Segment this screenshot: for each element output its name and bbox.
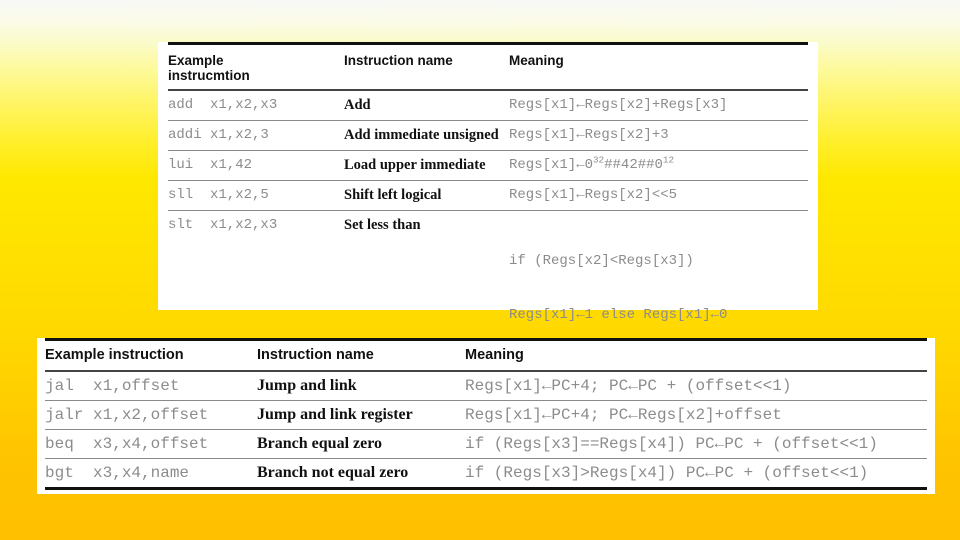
table-1-col1-header-line2: instrucmtion: [168, 68, 250, 83]
table-1-r4-instruction: slt x1,x2,x3: [168, 217, 278, 233]
table-row: bgt x3,x4,name Branch not equal zero if …: [45, 459, 927, 489]
table-1-r0-name: Add: [344, 97, 371, 113]
table-2-r0-meaning: Regs[x1]←PC+4; PC←PC + (offset<<1): [465, 377, 792, 395]
table-2-r1-instruction: jalr x1,x2,offset: [45, 406, 209, 424]
table-1-body: add x1,x2,x3 Add Regs[x1]←Regs[x2]+Regs[…: [168, 90, 808, 368]
table-1-r1-meaning: Regs[x1]←Regs[x2]+3: [509, 127, 669, 143]
table-2-r3-name: Branch not equal zero: [257, 464, 409, 481]
table-1-r2-meaning-mid: ##42##0: [604, 157, 663, 173]
table-row: lui x1,42 Load upper immediate Regs[x1]←…: [168, 151, 808, 181]
table-2-r2-meaning: if (Regs[x3]==Regs[x4]) PC←PC + (offset<…: [465, 435, 878, 453]
table-1-r2-meaning-pre: Regs[x1]←0: [509, 157, 594, 173]
instruction-table-1-card: Example instrucmtion Instruction name Me…: [158, 42, 818, 368]
table-1-r2-meaning-sup2: 12: [662, 154, 675, 166]
instruction-table-2-card: Example instruction Instruction name Mea…: [37, 338, 935, 494]
table-1-col1-header-line1: Example: [168, 53, 224, 68]
table-1-header-row: Example instrucmtion Instruction name Me…: [168, 43, 808, 91]
table-2-r2-name: Branch equal zero: [257, 435, 383, 452]
table-2-r3-meaning: if (Regs[x3]>Regs[x4]) PC←PC + (offset<<…: [465, 464, 869, 482]
table-row: jal x1,offset Jump and link Regs[x1]←PC+…: [45, 371, 927, 401]
table-1-r4-meaning: if (Regs[x2]<Regs[x3]) Regs[x1]←1 else R…: [509, 211, 808, 368]
table-2-r1-meaning: Regs[x1]←PC+4; PC←Regs[x2]+offset: [465, 406, 782, 424]
table-2-col2-header: Instruction name: [257, 347, 374, 363]
table-2-r2-instruction: beq x3,x4,offset: [45, 435, 209, 453]
table-1-r4-name: Set less than: [344, 217, 421, 233]
instruction-table-2: Example instruction Instruction name Mea…: [45, 338, 927, 490]
table-2-r1-name: Jump and link register: [257, 406, 413, 423]
table-2-body: jal x1,offset Jump and link Regs[x1]←PC+…: [45, 371, 927, 489]
table-row: sll x1,x2,5 Shift left logical Regs[x1]←…: [168, 181, 808, 211]
table-row: jalr x1,x2,offset Jump and link register…: [45, 401, 927, 430]
table-row: beq x3,x4,offset Branch equal zero if (R…: [45, 430, 927, 459]
table-1-r1-instruction: addi x1,x2,3: [168, 127, 269, 143]
table-1-r2-meaning: Regs[x1]←032##42##012: [509, 151, 808, 181]
table-row: add x1,x2,x3 Add Regs[x1]←Regs[x2]+Regs[…: [168, 90, 808, 121]
table-1-r3-name: Shift left logical: [344, 187, 442, 203]
table-2-header: Example instruction Instruction name Mea…: [45, 339, 927, 371]
table-2-header-row: Example instruction Instruction name Mea…: [45, 339, 927, 371]
table-1-r4-meaning-line2: Regs[x1]←1 else Regs[x1]←0: [509, 307, 728, 323]
table-2-r0-name: Jump and link: [257, 377, 357, 394]
table-2-col1-header: Example instruction: [45, 347, 184, 363]
table-1-r2-meaning-sup1: 32: [593, 154, 605, 166]
table-1-header: Example instrucmtion Instruction name Me…: [168, 43, 808, 91]
table-2-r0-instruction: jal x1,offset: [45, 377, 180, 395]
table-2-r3-instruction: bgt x3,x4,name: [45, 464, 190, 482]
table-row: addi x1,x2,3 Add immediate unsigned Regs…: [168, 121, 808, 151]
table-1-r3-meaning: Regs[x1]←Regs[x2]<<5: [509, 187, 678, 203]
table-1-r2-name: Load upper immediate: [344, 157, 486, 173]
table-1-col3-header: Meaning: [509, 53, 564, 68]
table-1-col1-header: Example instrucmtion: [168, 44, 344, 91]
table-1-col2-header: Instruction name: [344, 53, 453, 68]
table-2-col3-header: Meaning: [465, 347, 524, 363]
table-1-r3-instruction: sll x1,x2,5: [168, 187, 269, 203]
instruction-table-1: Example instrucmtion Instruction name Me…: [168, 42, 808, 369]
table-1-r1-name: Add immediate unsigned: [344, 127, 499, 143]
table-1-r4-meaning-line1: if (Regs[x2]<Regs[x3]): [509, 253, 694, 269]
table-1-r0-instruction: add x1,x2,x3: [168, 97, 278, 113]
table-1-r2-instruction: lui x1,42: [168, 157, 253, 173]
table-1-r0-meaning: Regs[x1]←Regs[x2]+Regs[x3]: [509, 97, 728, 113]
